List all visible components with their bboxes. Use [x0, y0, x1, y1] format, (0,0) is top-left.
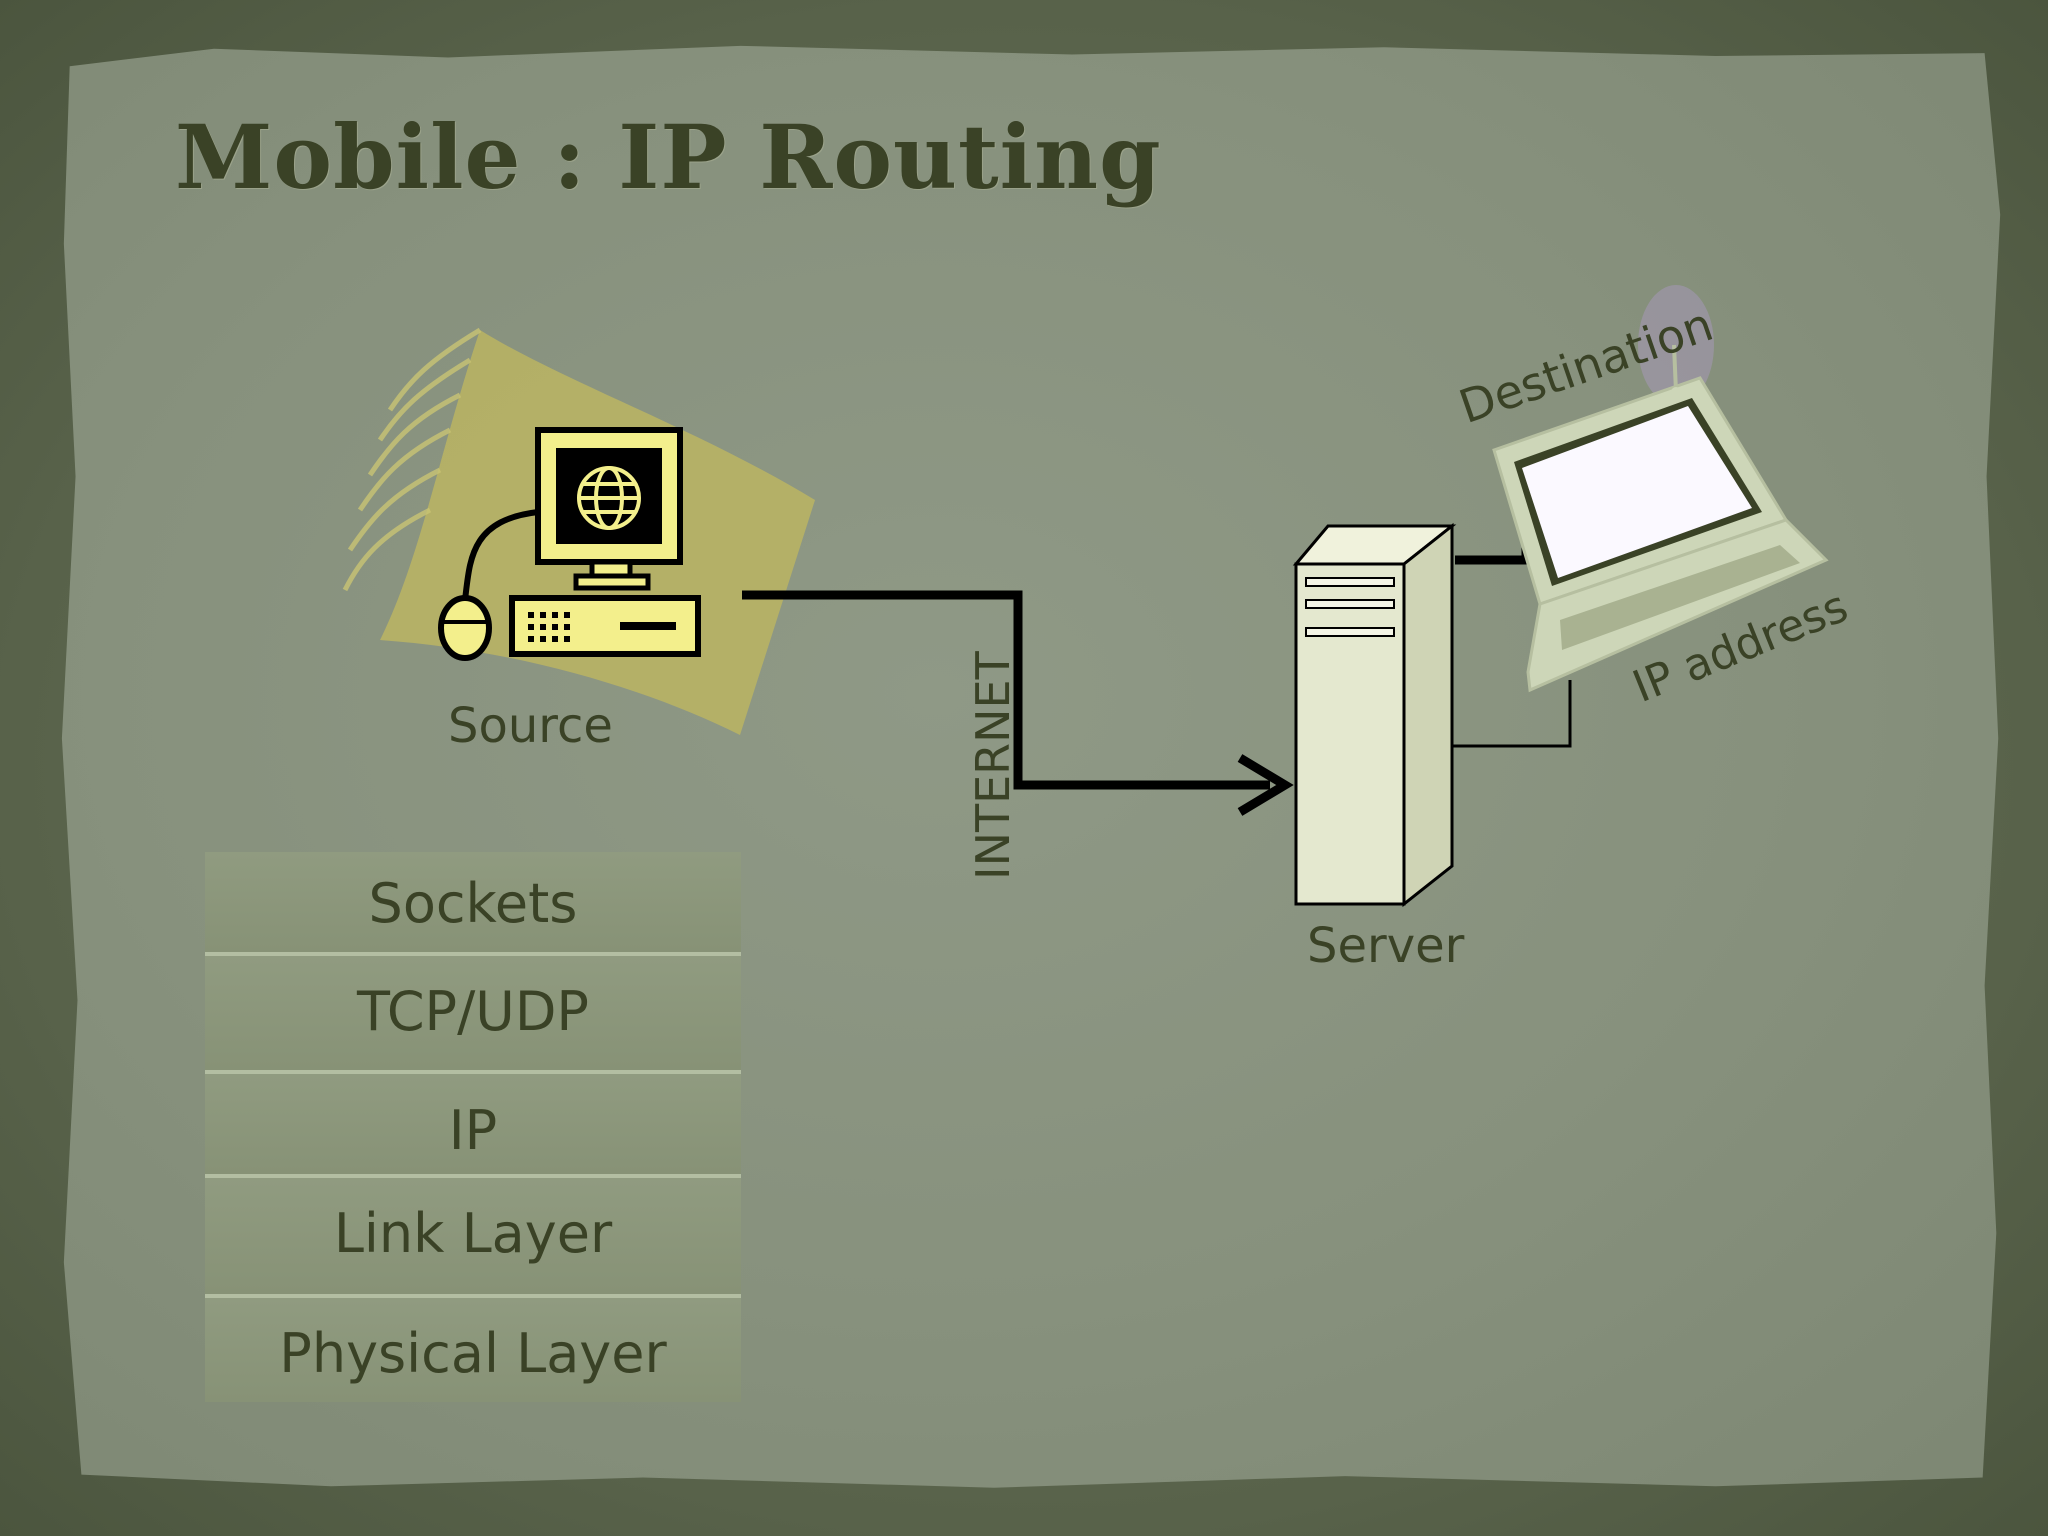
desktop-computer-icon	[438, 427, 701, 661]
protocol-stack: Sockets TCP/UDP IP Link Layer Physical L…	[205, 852, 741, 1402]
server-icon	[1292, 522, 1457, 908]
layer-ip: IP	[205, 1074, 741, 1178]
layer-link: Link Layer	[205, 1178, 741, 1298]
mouse-icon	[438, 595, 492, 661]
laptop-icon	[1492, 285, 1829, 693]
layer-physical: Physical Layer	[205, 1298, 741, 1402]
slide-title: Mobile : IP Routing	[175, 105, 1162, 209]
layer-tcp-udp: TCP/UDP	[205, 956, 741, 1074]
layer-sockets: Sockets	[205, 852, 741, 956]
globe-icon	[577, 466, 641, 530]
internet-label: INTERNET	[966, 651, 1020, 880]
internet-connection-line	[742, 590, 1294, 816]
server-label: Server	[1307, 918, 1465, 974]
source-label: Source	[448, 698, 613, 754]
